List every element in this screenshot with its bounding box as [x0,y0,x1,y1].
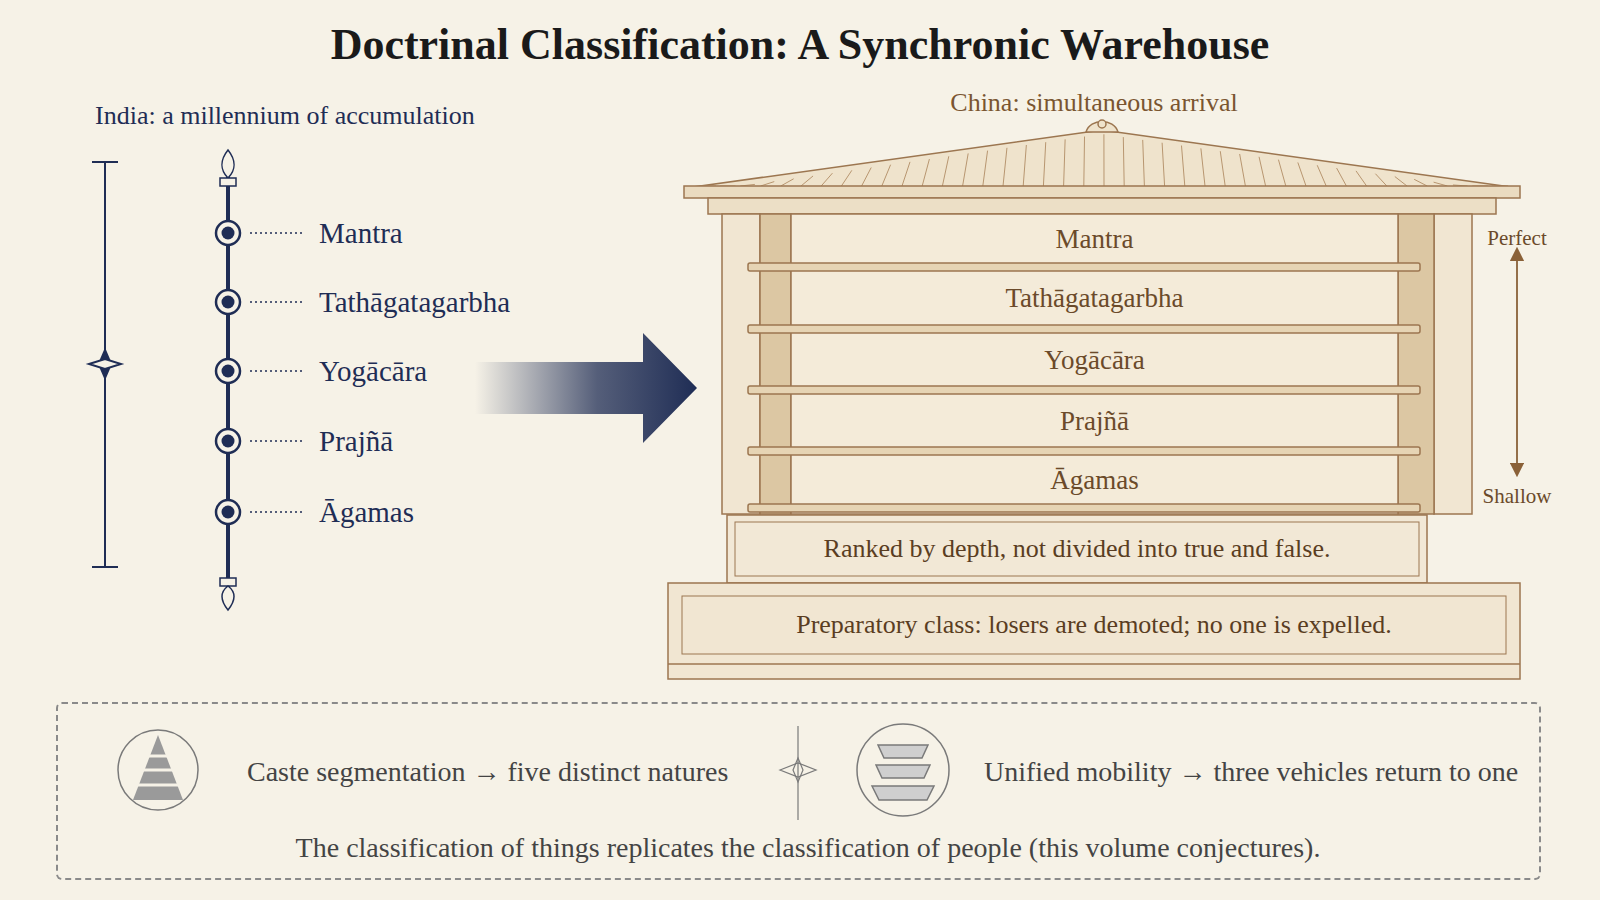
timeline-label: Āgamas [319,496,414,529]
node-text: Yogācāra [1044,345,1145,376]
roof-stroke [1023,145,1026,186]
region-heading: China: simultaneous arrival [950,88,1237,118]
timeline-dot-core [222,296,235,309]
roof-stroke [1220,151,1225,186]
node-text: Unified mobility → three vehicles return… [984,756,1518,788]
plinth-box: Ranked by depth, not divided into true a… [735,522,1419,576]
shelf-band: Tathāgatagarbha [791,271,1398,326]
vehicles-bowls-icon [857,724,949,816]
warehouse: China: simultaneous arrivalMantraTathāga… [668,88,1520,680]
leader-dots [250,232,302,234]
leader-dots [250,301,302,303]
leader-dots [250,370,302,372]
roof-stroke [841,170,851,186]
depth-axis [1516,254,1518,470]
shelf-board [748,325,1420,333]
timeline-label: Tathāgatagarbha [319,286,510,319]
roof-stroke [1143,140,1145,186]
node-text: Tathāgatagarbha [1005,283,1183,314]
shelf-board [748,386,1420,394]
roof-stroke [1337,168,1347,186]
roof-stroke [1317,165,1326,186]
roof-stroke [902,162,910,186]
warehouse-drawing [668,120,1520,679]
roof-stroke [1162,143,1165,186]
divider-ornament [780,726,816,820]
timeline-dot [216,429,240,453]
caste-pyramid-icon [118,730,198,810]
roof-stroke [1083,137,1085,186]
roof-stroke [1123,137,1125,186]
roof-stroke [922,159,929,186]
timeline-dot [216,359,240,383]
timeline-dot-core [222,435,235,448]
timeline-label: Yogācāra [319,355,427,388]
roof-stroke [1003,148,1007,186]
roof-stroke [1298,162,1306,186]
roof-stroke [1240,154,1246,186]
roof-stroke [1375,174,1386,186]
timeline-dot-core [222,227,235,240]
shelf-band: Āgamas [791,455,1398,505]
leader-dots [250,440,302,442]
roof-stroke [1395,177,1407,186]
roof-stroke [882,165,891,186]
roof-stroke [1064,139,1066,186]
roof-stroke [1103,134,1104,186]
timeline-dot [216,221,240,245]
roof-stroke [1181,146,1184,186]
roof-stroke [1414,179,1427,186]
leader-dots [250,511,302,513]
summary-box: Caste segmentation → five distinct natur… [56,702,1541,880]
node-text: The classification of things replicates … [296,832,1321,864]
shelf-band: Yogācāra [791,333,1398,387]
timeline-label: Mantra [319,217,403,250]
shelf-board [748,263,1420,271]
timeline-label: Prajñā [319,425,393,458]
timespan-bracket [89,162,121,567]
axis-label: Shallow [1483,484,1552,509]
node-text: Preparatory class: losers are demoted; n… [796,610,1392,640]
timeline-dot-core [222,506,235,519]
node-text: Caste segmentation → five distinct natur… [247,756,728,788]
roof-stroke [942,156,948,186]
roof-stroke [963,153,969,186]
node-text: Prajñā [1060,406,1129,437]
node-text: Ranked by depth, not divided into true a… [824,534,1331,564]
timeline-dot-core [222,365,235,378]
roof-stroke [821,173,832,186]
timeline [216,150,302,610]
transmission-arrow [475,333,697,443]
node-text: Mantra [1056,224,1134,255]
shelf-board [748,504,1420,512]
roof-stroke [862,168,872,186]
roof-stroke [1201,148,1205,186]
timeline-dot [216,290,240,314]
axis-label: Perfect [1487,226,1546,251]
timeline-dot [216,500,240,524]
roof-stroke [801,176,813,186]
region-heading: India: a millennium of accumulation [95,101,475,131]
shelf-board [748,447,1420,455]
roof-stroke [1259,157,1266,186]
base-box: Preparatory class: losers are demoted; n… [682,596,1506,654]
roof-stroke [1278,160,1285,186]
roof-stroke [781,179,794,186]
roof-stroke [983,151,988,186]
roof-stroke [1043,142,1045,186]
title: Doctrinal Classification: A Synchronic W… [331,19,1270,70]
shelf-band: Mantra [791,214,1398,264]
roof-stroke [1356,171,1367,186]
shelf-band: Prajñā [791,394,1398,448]
node-text: Āgamas [1050,465,1138,496]
